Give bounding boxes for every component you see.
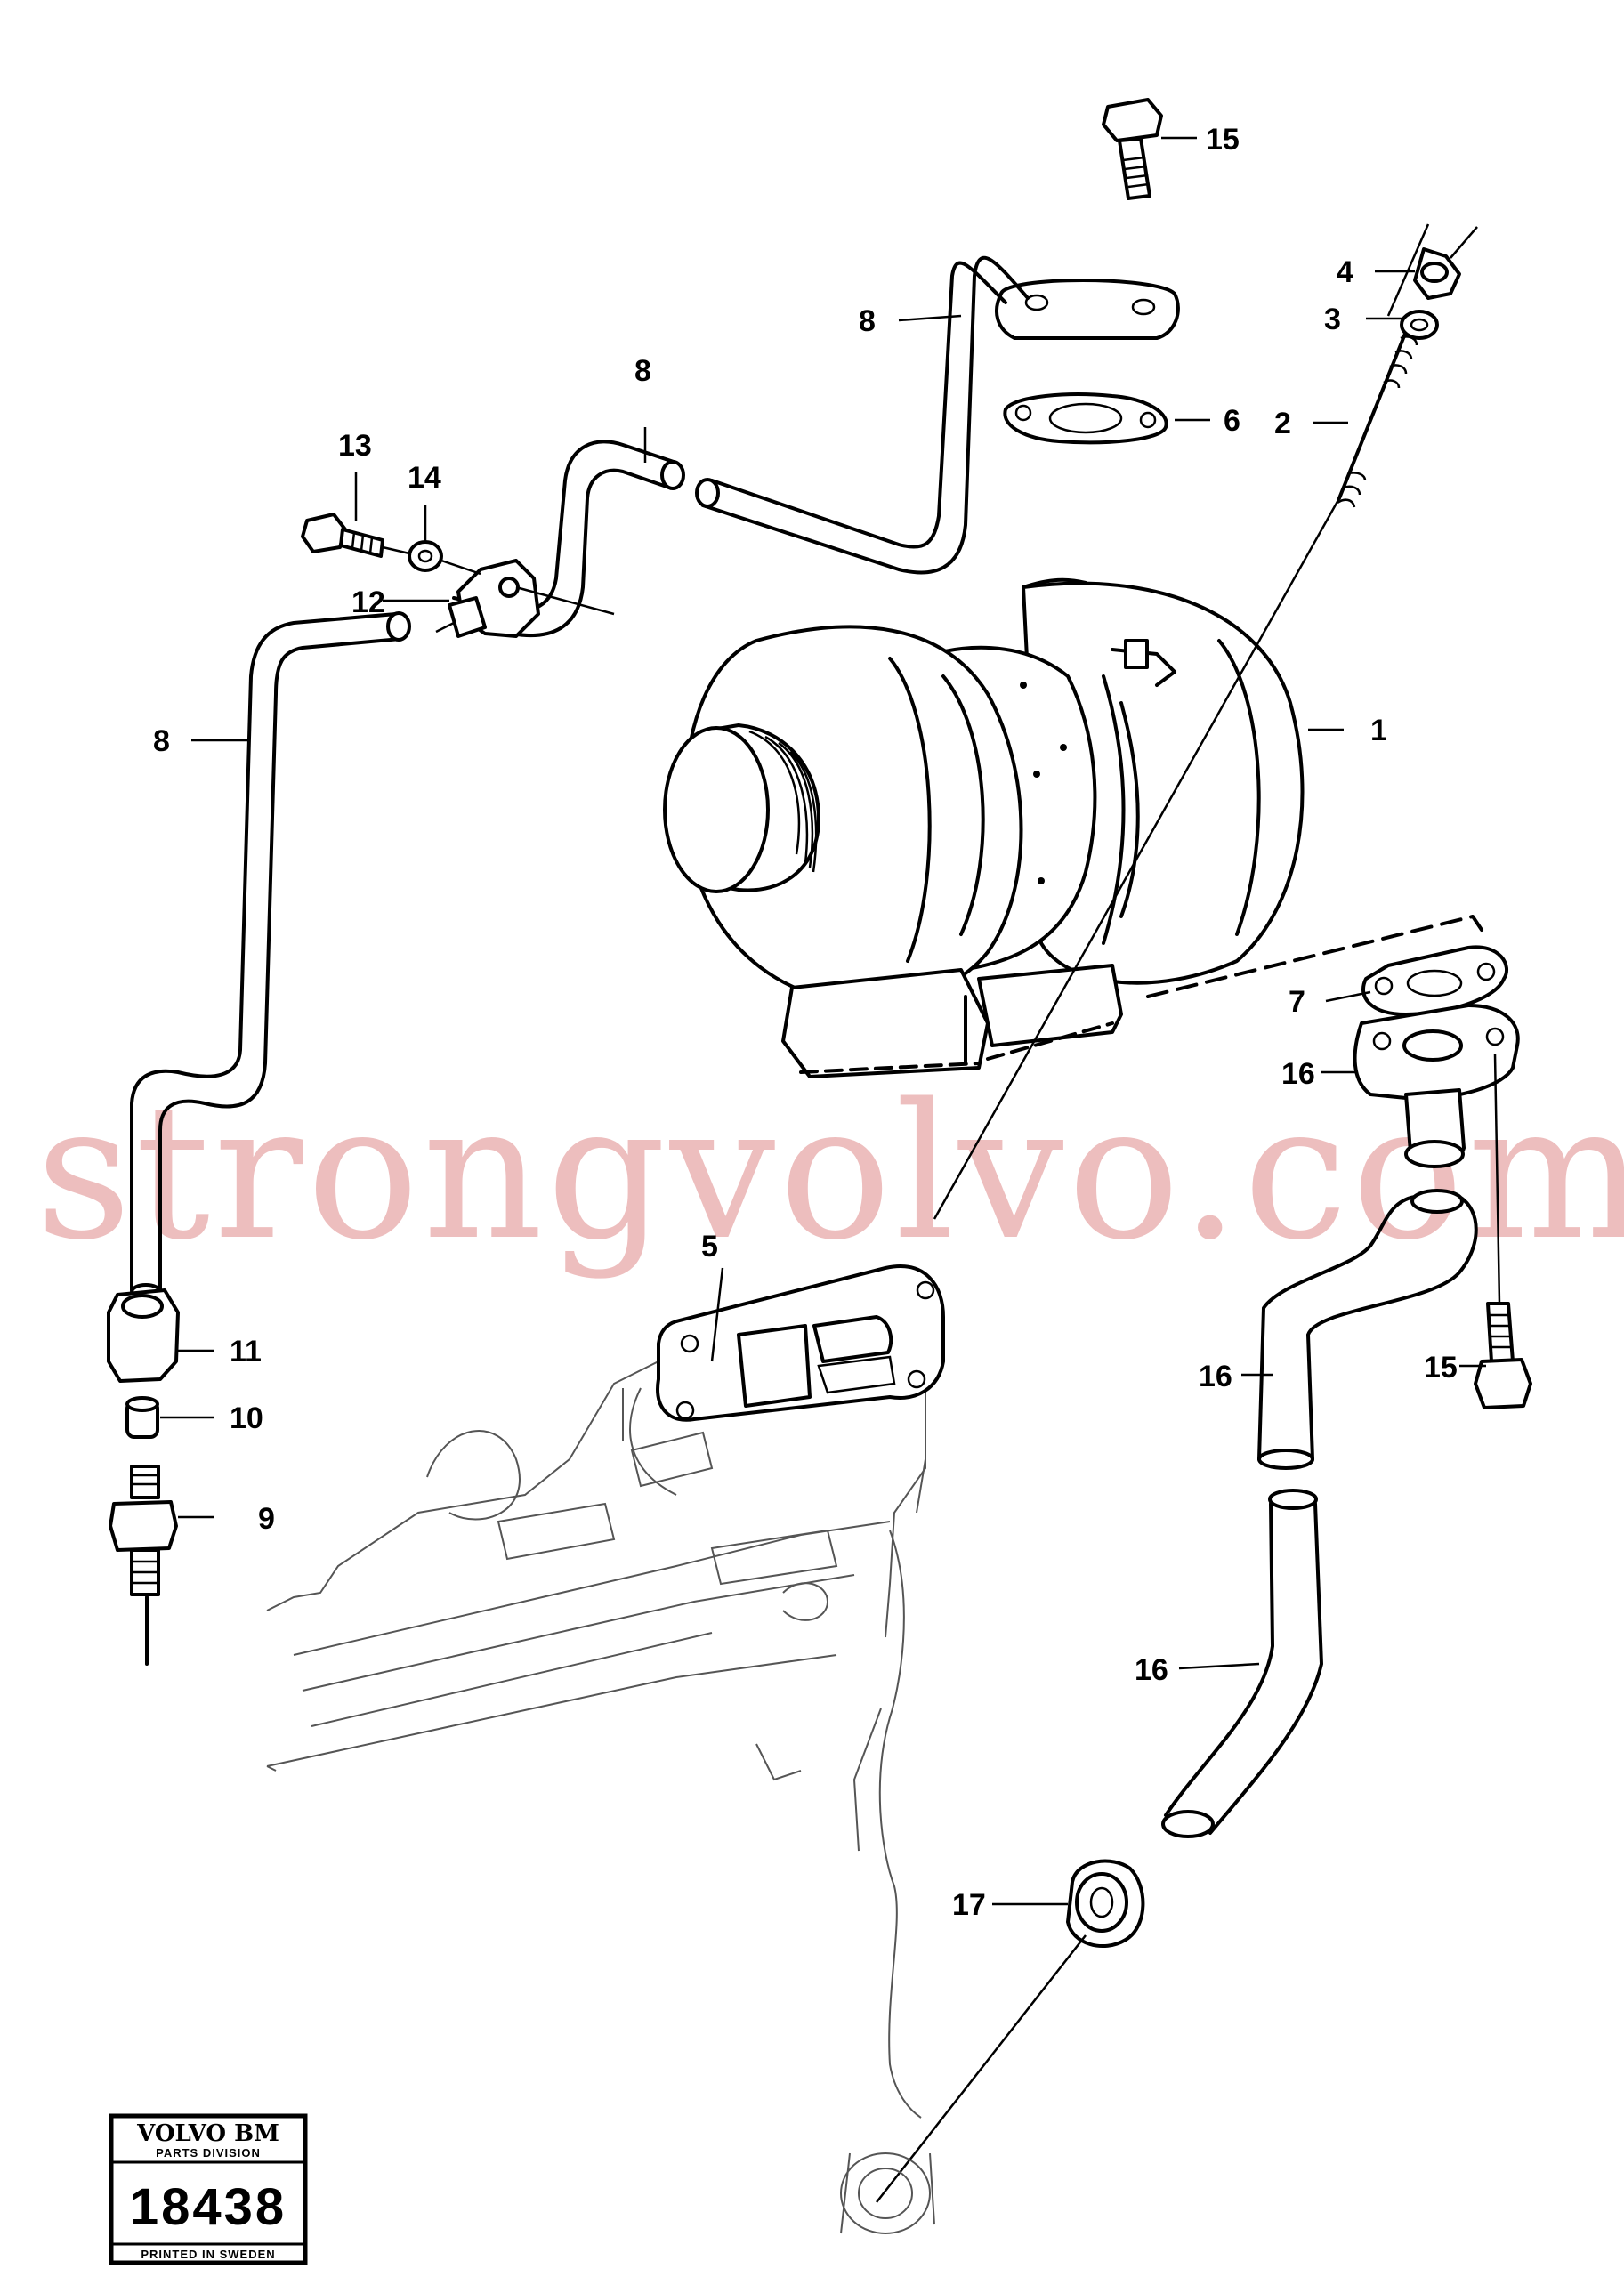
callout-16-hose: 16 xyxy=(1199,1360,1232,1393)
callout-4: 4 xyxy=(1337,255,1353,289)
drain-hose xyxy=(1161,1189,1478,1838)
callout-9: 9 xyxy=(258,1502,275,1536)
seal-ring xyxy=(840,1859,1145,2234)
badge-brand: VOLVO BM xyxy=(136,2120,279,2147)
gasket-6 xyxy=(1003,392,1168,445)
stud xyxy=(933,223,1430,1220)
callout-5: 5 xyxy=(701,1230,718,1264)
callout-2: 2 xyxy=(1274,407,1291,440)
callout-3: 3 xyxy=(1324,303,1341,336)
badge-printed: PRINTED IN SWEDEN xyxy=(141,2248,275,2261)
callout-16-pipe: 16 xyxy=(1135,1653,1168,1687)
badge-division: PARTS DIVISION xyxy=(156,2146,261,2160)
callout-10: 10 xyxy=(230,1401,263,1435)
volvo-bm-badge: VOLVO BM PARTS DIVISION 18438 PRINTED IN… xyxy=(109,2113,308,2265)
callout-16-flange: 16 xyxy=(1281,1057,1315,1091)
flange-gasket-5 xyxy=(656,1264,945,1422)
callout-leaders xyxy=(160,136,1486,1906)
engine-block-outline xyxy=(266,1361,926,2119)
drain-flange-gasket xyxy=(1353,945,1520,1168)
callout-17: 17 xyxy=(952,1888,986,1922)
callout-labels: 1 2 3 4 5 6 7 8 8 8 9 10 11 12 13 14 15 … xyxy=(153,123,1458,1922)
turbocharger xyxy=(663,577,1483,1078)
badge-number: 18438 xyxy=(130,2178,287,2236)
nut-and-washer xyxy=(1400,226,1478,340)
callout-11: 11 xyxy=(230,1335,262,1369)
callout-8-top: 8 xyxy=(859,304,876,338)
callout-15-top: 15 xyxy=(1206,123,1240,157)
pipe-fittings xyxy=(107,1288,180,1666)
callout-8-middle: 8 xyxy=(634,354,651,388)
callout-13: 13 xyxy=(338,429,372,463)
callout-1: 1 xyxy=(1370,714,1387,747)
callout-14: 14 xyxy=(408,461,441,495)
callout-6: 6 xyxy=(1224,404,1240,438)
bolt-top xyxy=(1102,98,1163,200)
bolt-lower xyxy=(1474,1054,1532,1409)
callout-7: 7 xyxy=(1289,985,1305,1019)
callout-15-lower: 15 xyxy=(1424,1351,1458,1385)
watermark: strongvolvo.com xyxy=(36,1063,1624,1281)
clamp-assembly xyxy=(301,513,615,638)
callout-12: 12 xyxy=(351,585,385,619)
callout-8-left: 8 xyxy=(153,724,170,758)
